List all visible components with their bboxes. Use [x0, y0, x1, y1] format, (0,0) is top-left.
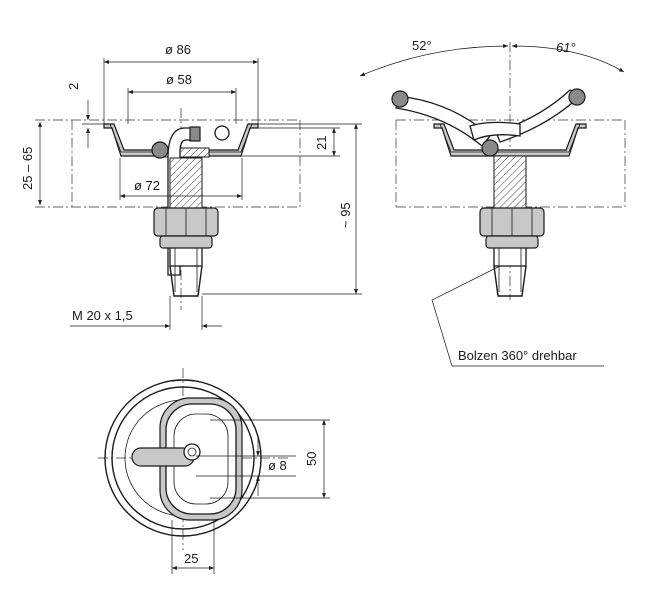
bolt-arm-left	[391, 90, 491, 147]
dim-21: 21	[241, 127, 340, 157]
dim-d72: ø 72	[119, 158, 243, 200]
dim-thread: M 20 x 1,5	[70, 296, 222, 330]
recessed-pan-right	[433, 123, 587, 157]
label-d86: ø 86	[165, 42, 191, 57]
dim-25: 25	[171, 520, 215, 574]
dim-d8: ø 8	[196, 436, 296, 496]
callout-bolt: Bolzen 360° drehbar	[431, 265, 604, 367]
side-section-view: ø 86 ø 58 ø 72 2 25 – 65	[20, 42, 362, 330]
label-angle-left: 52°	[412, 38, 432, 53]
label-21: 21	[314, 136, 329, 150]
label-95: ~ 95	[338, 202, 353, 228]
panel-outline	[35, 119, 301, 208]
label-2: 2	[66, 83, 81, 90]
dim-angles: 52° 61°	[359, 38, 625, 77]
label-25-65: 25 – 65	[20, 147, 35, 190]
label-d58: ø 58	[166, 72, 192, 87]
dim-2: 2	[66, 83, 104, 148]
label-d8: ø 8	[268, 458, 287, 473]
label-bolt-callout: Bolzen 360° drehbar	[458, 348, 577, 363]
rotation-section-view: 52° 61° Bolzen 360° drehbar	[359, 38, 626, 367]
dim-d86: ø 86	[103, 42, 259, 124]
oval-pan	[159, 397, 243, 521]
hex-nuts-right	[479, 207, 545, 249]
hex-nuts	[153, 207, 219, 249]
threaded-shank-right	[493, 155, 527, 297]
dim-50: 50	[210, 419, 330, 499]
bolt-arm-middle	[469, 121, 521, 157]
label-25: 25	[184, 551, 198, 566]
dim-95: ~ 95	[202, 123, 362, 295]
label-angle-right: 61°	[556, 40, 576, 55]
plan-view: 50 ø 8 25	[98, 368, 330, 574]
label-d72: ø 72	[134, 178, 160, 193]
dim-25-65: 25 – 65	[20, 122, 42, 205]
label-thread: M 20 x 1,5	[72, 308, 133, 323]
dim-d58: ø 58	[127, 72, 237, 124]
label-50: 50	[304, 452, 319, 466]
